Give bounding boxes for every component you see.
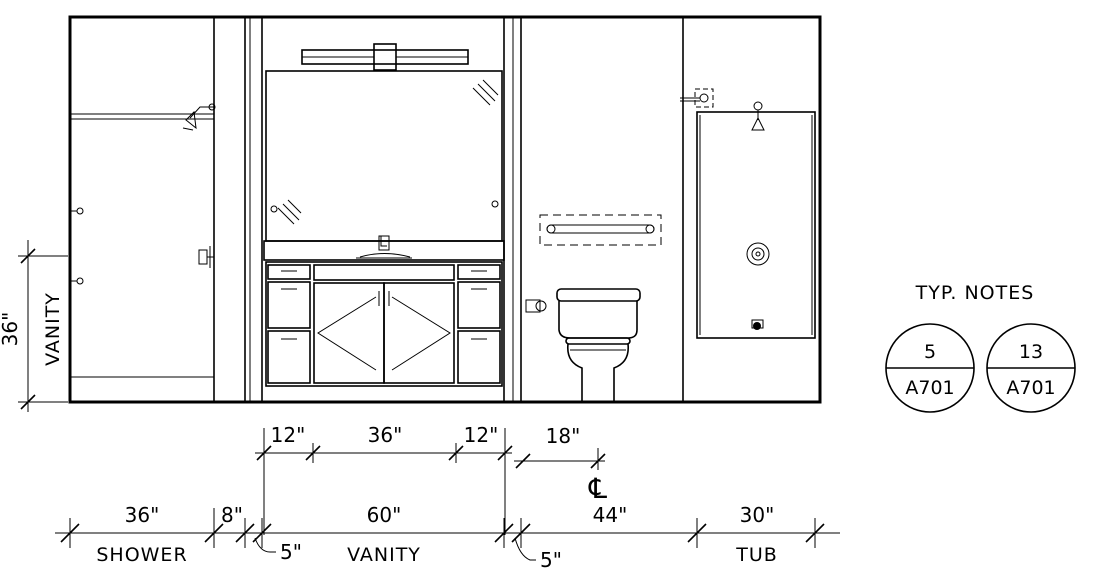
countertop — [263, 240, 505, 261]
upper-dimension-string: 12" 36" 12" 18" ℄ — [255, 423, 607, 535]
dimension-upper-2: 36" — [368, 423, 403, 447]
note-tag: 13 A701 — [986, 323, 1076, 413]
hinge-icon — [76, 277, 84, 285]
shower-valve-icon — [198, 246, 214, 268]
shower-head-icon — [182, 103, 216, 131]
dimension-upper-3: 12" — [464, 423, 499, 447]
leader-line — [514, 537, 536, 561]
leader-line — [254, 537, 276, 553]
vertical-dimension-label: VANITY — [42, 292, 64, 366]
zone-tub: TUB — [735, 544, 778, 566]
note-tag-number: 13 — [1019, 341, 1043, 363]
tub-shower-head-icon — [751, 101, 765, 131]
note-tag-sheet: A701 — [1006, 377, 1055, 399]
vanity-cabinet — [265, 261, 503, 387]
centerline-icon: ℄ — [588, 472, 607, 505]
dimension-vanity: 60" — [367, 503, 402, 527]
lower-dimension-string: 36" 8" 60" 44" 30" SHOWER VANITY TUB 5" … — [55, 503, 840, 572]
paper-holder-icon — [525, 299, 547, 313]
zone-vanity: VANITY — [347, 544, 421, 566]
toilet-area — [525, 214, 662, 402]
dimension-toilet: 44" — [593, 503, 628, 527]
vanity-area — [263, 43, 505, 387]
faucet-icon — [356, 235, 412, 259]
grab-bar-icon — [539, 214, 662, 246]
note-tag-sheet: A701 — [905, 377, 954, 399]
mirror — [265, 70, 503, 242]
right-drawer-stack — [457, 264, 501, 384]
note-tag-number: 5 — [924, 341, 936, 363]
note-tag: 5 A701 — [885, 323, 975, 413]
light-fixture-icon — [301, 43, 469, 71]
zone-shower: SHOWER — [96, 544, 187, 566]
shower-area — [70, 103, 216, 378]
dimension-upper-1: 12" — [271, 423, 306, 447]
notes-title: TYP. NOTES — [915, 282, 1035, 304]
tub-enclosure — [696, 111, 816, 339]
offset-left: 5" — [280, 540, 302, 564]
offset-right: 5" — [540, 548, 562, 572]
towel-hook-icon — [680, 88, 714, 108]
tub-area — [680, 88, 816, 339]
dimension-upper-4: 18" — [546, 424, 581, 448]
dimension-jamb: 8" — [221, 503, 243, 527]
hinge-icon — [270, 205, 278, 213]
dimension-tub: 30" — [740, 503, 775, 527]
vertical-dimension-value: 36" — [0, 312, 22, 347]
sink-cabinet-doors — [313, 264, 455, 384]
dimension-shower: 36" — [125, 503, 160, 527]
elevation-outline — [68, 15, 822, 404]
hinge-icon — [491, 200, 499, 208]
left-drawer-stack — [267, 264, 311, 384]
tub-valve-icon — [746, 242, 770, 266]
tub-spout-icon — [751, 319, 764, 330]
vertical-dimension: 36" VANITY — [0, 240, 68, 412]
toilet-icon — [556, 288, 641, 402]
typical-notes: TYP. NOTES 5 A701 13 A701 — [885, 282, 1076, 413]
hinge-icon — [76, 207, 84, 215]
